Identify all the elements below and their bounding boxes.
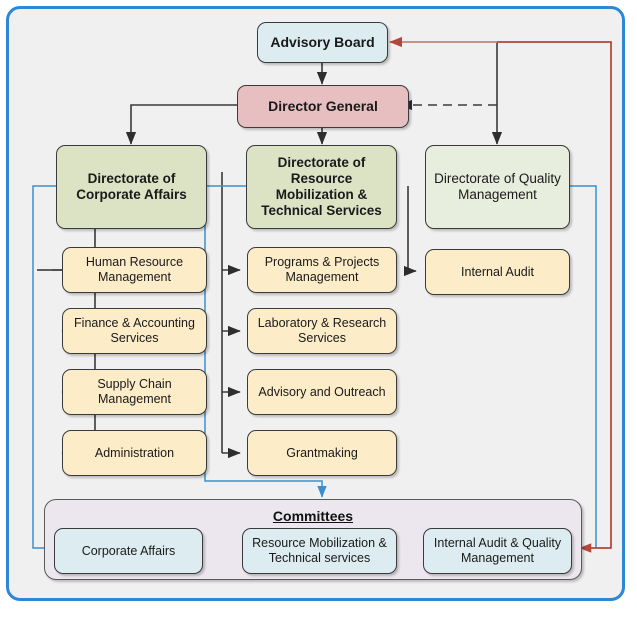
node-finance-accounting-services[interactable]: Finance & Accounting Services <box>62 308 207 354</box>
node-directorate-resource-mobilization[interactable]: Directorate of Resource Mobilization & T… <box>246 145 397 229</box>
director-general-label: Director General <box>268 98 378 115</box>
node-human-resource-management[interactable]: Human Resource Management <box>62 247 207 293</box>
advisory-board-label: Advisory Board <box>270 34 375 51</box>
committee-corporate-affairs-label: Corporate Affairs <box>81 543 176 558</box>
advisory-and-outreach-label: Advisory and Outreach <box>258 384 386 399</box>
node-laboratory-research-services[interactable]: Laboratory & Research Services <box>247 308 397 354</box>
supply-chain-management-label: Supply Chain Management <box>97 377 172 406</box>
internal-audit-label: Internal Audit <box>461 264 534 279</box>
committee-internal-audit-quality-label: Internal Audit & Quality Management <box>433 536 562 565</box>
human-resource-management-label: Human Resource Management <box>85 255 184 284</box>
grantmaking-label: Grantmaking <box>286 445 358 460</box>
node-supply-chain-management[interactable]: Supply Chain Management <box>62 369 207 415</box>
directorate-quality-management-label: Directorate of Quality Management <box>434 171 561 202</box>
node-internal-audit[interactable]: Internal Audit <box>425 249 570 295</box>
laboratory-research-services-label: Laboratory & Research Services <box>257 316 387 345</box>
node-committee-corporate-affairs[interactable]: Corporate Affairs <box>54 528 203 574</box>
node-directorate-corporate-affairs[interactable]: Directorate of Corporate Affairs <box>56 145 207 229</box>
programs-projects-management-label: Programs & Projects Management <box>264 255 380 284</box>
administration-label: Administration <box>94 445 175 460</box>
node-director-general[interactable]: Director General <box>237 85 409 128</box>
directorate-resource-mobilization-label: Directorate of Resource Mobilization & T… <box>261 155 382 218</box>
node-administration[interactable]: Administration <box>62 430 207 476</box>
finance-accounting-services-label: Finance & Accounting Services <box>74 316 195 345</box>
node-programs-projects-management[interactable]: Programs & Projects Management <box>247 247 397 293</box>
directorate-corporate-affairs-label: Directorate of Corporate Affairs <box>76 171 187 202</box>
committee-resource-mobilization-label: Resource Mobilization & Technical servic… <box>252 536 387 565</box>
committees-title: Committees <box>272 508 354 524</box>
node-directorate-quality-management[interactable]: Directorate of Quality Management <box>425 145 570 229</box>
node-committee-resource-mobilization[interactable]: Resource Mobilization & Technical servic… <box>242 528 397 574</box>
node-grantmaking[interactable]: Grantmaking <box>247 430 397 476</box>
node-advisory-board[interactable]: Advisory Board <box>257 22 388 63</box>
node-advisory-and-outreach[interactable]: Advisory and Outreach <box>247 369 397 415</box>
node-committee-internal-audit-quality[interactable]: Internal Audit & Quality Management <box>423 528 572 574</box>
